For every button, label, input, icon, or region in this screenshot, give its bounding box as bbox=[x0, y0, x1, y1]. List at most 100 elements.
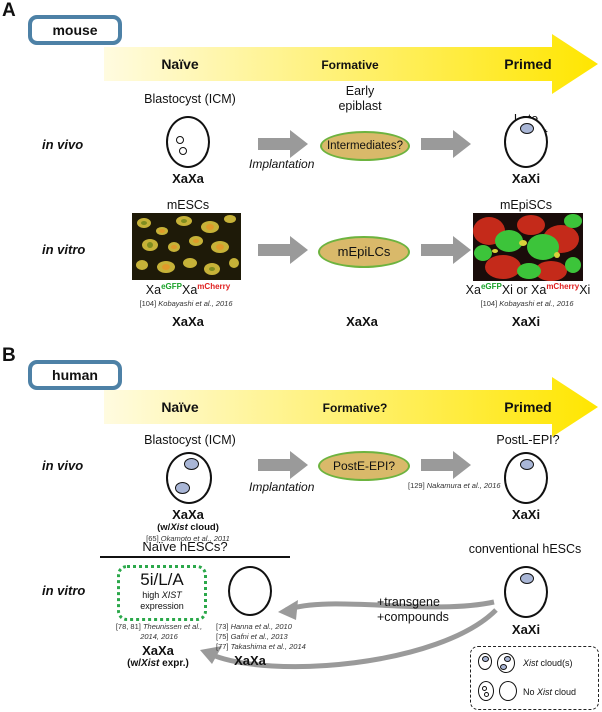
5il-a-box: 5i/L/A high XIST expression bbox=[117, 565, 207, 621]
legend-no-xist-label: No Xist cloud bbox=[523, 687, 576, 697]
stage-naive-a: Naïve bbox=[161, 56, 199, 72]
legend-cell bbox=[497, 653, 515, 673]
arrow-right-icon bbox=[421, 451, 471, 479]
blastocyst-title-a: Blastocyst (ICM) bbox=[144, 92, 236, 106]
xist-cloud-icon bbox=[520, 459, 534, 470]
ref-citation: Nakamura et al., 2016 bbox=[426, 481, 501, 490]
legend-cell bbox=[499, 681, 517, 701]
egfp-superscript: eGFP bbox=[161, 282, 182, 291]
note-part: Xist bbox=[141, 658, 160, 669]
reporter-xa: Xa bbox=[145, 283, 162, 298]
reference-mescs: [104] Kobayashi et al., 2016 bbox=[104, 299, 268, 308]
reference-5ila: [78, 81] Theunissen et al., 2014, 2016 bbox=[108, 622, 210, 642]
blastocyst-cell-b bbox=[166, 452, 212, 504]
text-part: Xist bbox=[523, 658, 539, 668]
xist-cloud-note: (w/Xist cloud) bbox=[128, 522, 248, 533]
genotype-xaxi-vivo-a: XaXi bbox=[511, 171, 541, 186]
xist-cloud-icon bbox=[482, 656, 489, 662]
genotype-xaxa-5ila: XaXa bbox=[142, 643, 174, 658]
naive-hesc-cell-no-xist bbox=[228, 566, 272, 616]
naive-hescs-header: Naïve hESCs? bbox=[142, 539, 228, 554]
stage-gradient-arrow-b bbox=[104, 377, 598, 437]
reporter-label-mepiscs: XaeGFPXi or XamCherryXi bbox=[452, 282, 602, 297]
legend-xist-cloud-label: Xist cloud(s) bbox=[523, 658, 573, 668]
blastocyst-cell-a bbox=[166, 116, 210, 168]
reference-blastocyst-b: [65] Okamoto et al., 2011 bbox=[118, 534, 258, 543]
conventional-hesc-cell bbox=[504, 566, 548, 618]
mescs-micrograph bbox=[132, 213, 241, 280]
xist-cloud-icon bbox=[184, 458, 199, 470]
late-epiblast-cell bbox=[504, 116, 548, 168]
reporter-xa: Xa bbox=[465, 283, 481, 298]
stage-formative-b: Formative? bbox=[322, 401, 388, 415]
row-label-in-vivo-a: in vivo bbox=[42, 137, 84, 152]
compounds-label: +compounds bbox=[377, 610, 449, 624]
row-label-in-vitro-b: in vitro bbox=[42, 583, 86, 598]
postl-epi-cell bbox=[504, 452, 548, 504]
reference-mepiscs: [104] Kobayashi et al., 2016 bbox=[452, 299, 602, 308]
xa-dot bbox=[176, 136, 184, 144]
species-label-human: human bbox=[28, 360, 122, 390]
text-part: cloud(s) bbox=[538, 658, 573, 668]
xist-cloud-icon bbox=[520, 573, 534, 584]
reporter-xa: Xa bbox=[182, 283, 198, 298]
ref-citation: Kobayashi et al., 2016 bbox=[158, 299, 233, 308]
note-part: (w/ bbox=[127, 658, 142, 669]
implantation-label-a: Implantation bbox=[249, 157, 315, 171]
text-part: No bbox=[523, 687, 538, 697]
ref-number: [129] bbox=[408, 481, 427, 490]
ref-number: [78, 81] bbox=[115, 622, 143, 631]
ref-number: [65] bbox=[146, 534, 161, 543]
arrow-right-icon bbox=[421, 130, 471, 158]
text-part: high bbox=[142, 590, 162, 600]
note-part: cloud) bbox=[187, 522, 219, 533]
reference-entry: [77] Takashima et al., 2014 bbox=[216, 642, 306, 651]
xist-expr-note: (w/Xist expr.) bbox=[102, 658, 214, 669]
conventional-hescs-title: conventional hESCs bbox=[468, 542, 582, 556]
genotype-xaxa-other-naive: XaXa bbox=[234, 653, 266, 668]
genotype-xaxa-vivo-a: XaXa bbox=[172, 171, 204, 186]
panel-a-letter: A bbox=[2, 0, 16, 21]
high-xist-line: high XIST bbox=[120, 590, 204, 601]
implantation-label-b: Implantation bbox=[249, 480, 315, 494]
xa-dot bbox=[179, 147, 187, 155]
reference-entry: [75] Gafni et al., 2013 bbox=[216, 632, 288, 641]
xist-cloud-icon bbox=[175, 482, 190, 494]
poste-epi-oval: PostE-EPI? bbox=[318, 451, 410, 481]
ref-number: [104] bbox=[480, 299, 500, 308]
arrow-right-icon bbox=[258, 451, 308, 479]
expression-line: expression bbox=[140, 601, 184, 611]
blastocyst-title-b: Blastocyst (ICM) bbox=[144, 433, 236, 447]
stage-naive-b: Naïve bbox=[161, 399, 199, 415]
legend-cell bbox=[478, 653, 492, 670]
stage-primed-a: Primed bbox=[504, 56, 552, 72]
genotype-xaxi-vitro-b: XaXi bbox=[511, 622, 541, 637]
species-label-mouse: mouse bbox=[28, 15, 122, 45]
text-part: XIST bbox=[161, 590, 182, 600]
mcherry-superscript: mCherry bbox=[197, 282, 231, 291]
text-part: cloud bbox=[552, 687, 577, 697]
mepiscs-micrograph bbox=[473, 213, 583, 281]
mepiscs-title: mEpiSCs bbox=[499, 198, 553, 212]
genotype-xaxa-vivo-b: XaXa bbox=[172, 507, 204, 522]
references-other-naive: [73] Hanna et al., 2010 [75] Gafni et al… bbox=[216, 622, 306, 652]
reference-entry: [73] Hanna et al., 2010 bbox=[216, 622, 292, 631]
xa-dot bbox=[482, 686, 487, 691]
arrow-right-icon bbox=[421, 236, 471, 264]
genotype-xaxa-mepilcs: XaXa bbox=[346, 314, 378, 329]
row-label-in-vitro-a: in vitro bbox=[42, 242, 86, 257]
ref-citation: 2014, 2016 bbox=[140, 632, 178, 641]
5il-a-title: 5i/L/A bbox=[140, 570, 184, 589]
ref-citation: Okamoto et al., 2011 bbox=[160, 534, 230, 543]
stage-primed-b: Primed bbox=[504, 399, 552, 415]
genotype-xaxi-vitro-a: XaXi bbox=[511, 314, 541, 329]
xa-dot bbox=[484, 692, 489, 697]
xist-cloud-icon bbox=[500, 664, 507, 670]
reporter-xi-or-xa: Xi or Xa bbox=[501, 283, 547, 298]
section-divider bbox=[100, 556, 290, 558]
xist-cloud-icon bbox=[504, 656, 511, 662]
genotype-xaxa-vitro-a: XaXa bbox=[172, 314, 204, 329]
row-label-in-vivo-b: in vivo bbox=[42, 458, 84, 473]
mcherry-superscript: mCherry bbox=[546, 282, 580, 291]
genotype-xaxi-vivo-b: XaXi bbox=[511, 507, 541, 522]
